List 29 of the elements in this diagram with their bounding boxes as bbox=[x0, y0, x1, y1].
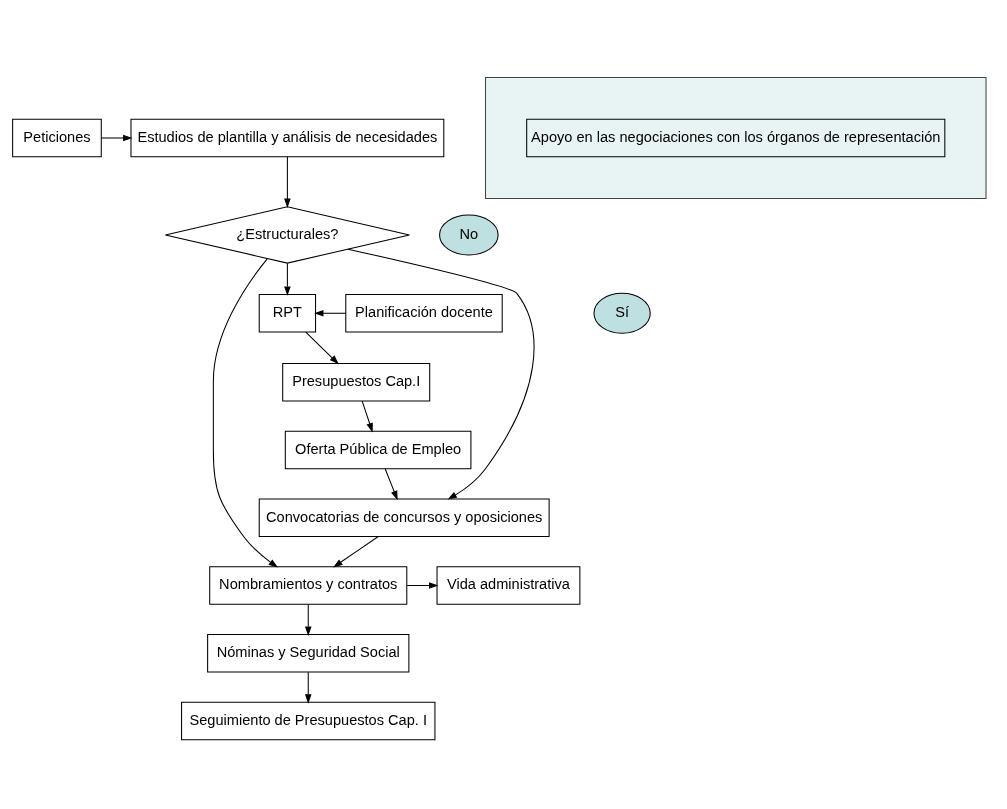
arrow bbox=[314, 309, 347, 317]
arrow bbox=[284, 263, 291, 296]
arrow bbox=[361, 400, 373, 433]
node-box: Presupuestos Cap.I bbox=[282, 362, 431, 402]
node-box: Vida administrativa bbox=[436, 566, 581, 605]
arrow bbox=[406, 582, 439, 589]
arrow bbox=[304, 604, 312, 636]
arrow bbox=[304, 671, 312, 704]
node-box: Nóminas y Seguridad Social bbox=[207, 634, 410, 673]
node-ellipse: Sí bbox=[593, 292, 651, 334]
arrow bbox=[384, 468, 398, 501]
node-box: Nombramientos y contratos bbox=[209, 566, 408, 605]
node-ellipse: No bbox=[439, 214, 499, 256]
arrow bbox=[333, 536, 379, 568]
arrow bbox=[347, 248, 535, 500]
arrow bbox=[212, 258, 279, 568]
arrow bbox=[284, 156, 291, 209]
node-box: Estudios de plantilla y análisis de necesidades bbox=[130, 118, 445, 158]
cluster bbox=[485, 77, 987, 199]
arrow bbox=[101, 134, 133, 142]
node-box: Oferta Pública de Empleo bbox=[284, 430, 472, 470]
node-box: Planificación docente bbox=[345, 293, 503, 333]
node-box: Convocatorias de concursos y oposiciones bbox=[258, 498, 550, 537]
node-diamond: ¿Estructurales? bbox=[164, 206, 410, 264]
node-box: Seguimiento de Presupuestos Cap. I bbox=[181, 701, 436, 741]
node-box: Peticiones bbox=[12, 118, 102, 158]
node-box: Apoyo en las negociaciones con los órganos de representación bbox=[526, 118, 946, 158]
node-box: RPT bbox=[258, 293, 317, 333]
arrow bbox=[305, 331, 339, 365]
